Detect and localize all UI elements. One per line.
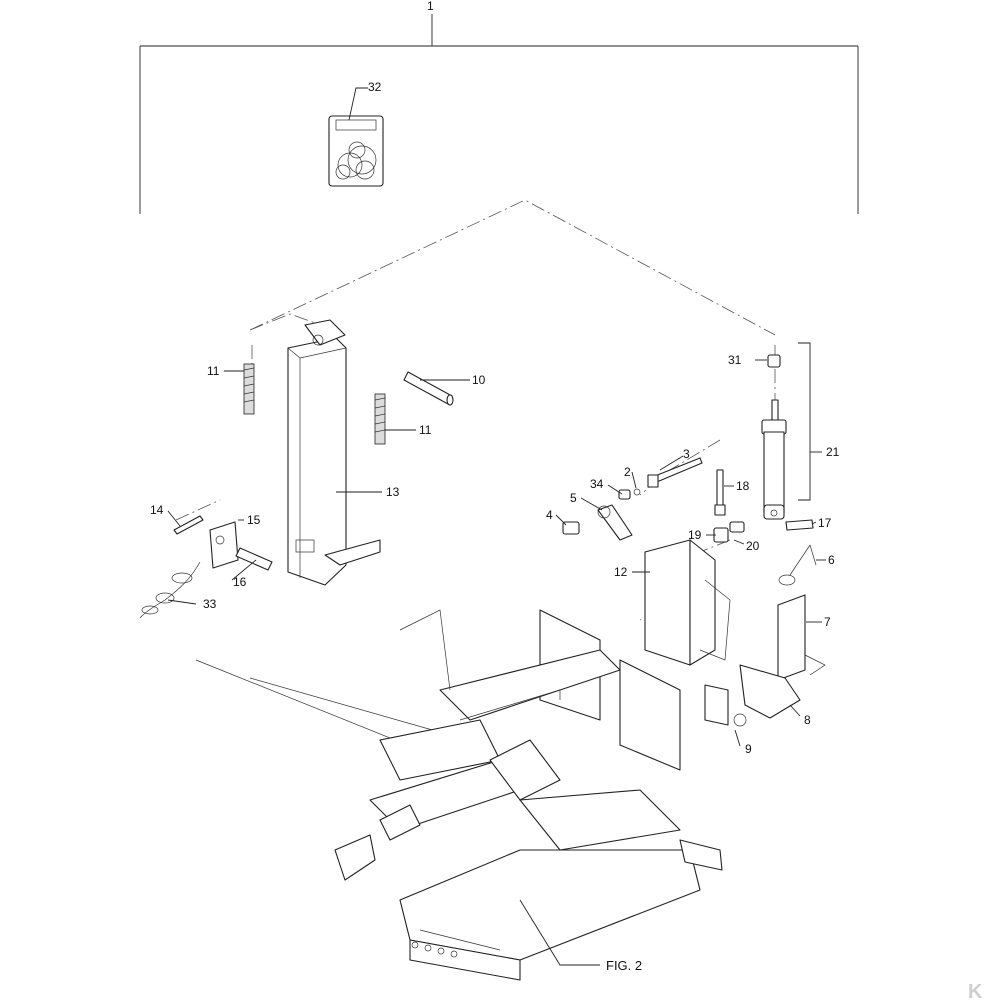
callout-7: 7 [824, 615, 831, 629]
mounting-plate-12 [644, 539, 731, 666]
callout-10: 10 [472, 373, 486, 387]
leader-lines [167, 87, 826, 966]
bracket-8 [739, 664, 801, 719]
mounting-plate-7 [777, 594, 826, 681]
callout-8: 8 [804, 713, 811, 727]
tube-18 [714, 469, 726, 516]
fitting-4 [562, 521, 580, 535]
fitting-3 [647, 457, 703, 488]
callout-16: 16 [233, 575, 247, 589]
callout-34: 34 [590, 477, 604, 491]
brand-logo: K [962, 980, 1000, 1000]
callout-5: 5 [570, 491, 577, 505]
chain-33 [139, 561, 201, 619]
spring-right [374, 393, 386, 445]
callout-19: 19 [688, 528, 702, 542]
callout-21: 21 [826, 445, 840, 459]
callout-15: 15 [247, 513, 261, 527]
fitting-34 [618, 489, 631, 500]
cylinder-bracket [798, 342, 822, 501]
callout-11-upper: 11 [207, 364, 220, 378]
callout-31: 31 [728, 353, 742, 367]
callout-32: 32 [368, 80, 382, 94]
pin-14 [173, 515, 204, 535]
callout-11-lower: 11 [419, 423, 432, 437]
elbow-19 [713, 527, 729, 543]
seal-kit-bag [328, 115, 384, 187]
callout-17: 17 [818, 516, 832, 530]
brand-logo-text: K [968, 981, 983, 1000]
callout-33: 33 [203, 597, 217, 611]
hydraulic-cylinder [761, 354, 787, 520]
callout-labels: 1 32 11 10 11 13 14 15 16 33 31 21 3 2 3… [150, 0, 840, 973]
callout-12: 12 [614, 565, 628, 579]
seal-2 [633, 488, 641, 496]
callout-3: 3 [683, 447, 690, 461]
callout-20: 20 [746, 539, 760, 553]
lynch-pin-6 [778, 544, 817, 586]
callout-13: 13 [386, 485, 400, 499]
main-chassis [195, 609, 723, 981]
valve-5 [597, 504, 633, 541]
callout-9: 9 [745, 742, 752, 756]
callout-18: 18 [736, 479, 750, 493]
bracket-15 [209, 521, 239, 569]
bracket-9 [704, 684, 747, 727]
callout-2: 2 [624, 465, 631, 479]
pin-16 [235, 547, 273, 571]
kit-bracket [139, 14, 859, 214]
callout-6: 6 [828, 553, 835, 567]
fitting-20 [729, 521, 745, 533]
pin-10 [403, 371, 454, 406]
spring-left [243, 363, 255, 415]
callout-14: 14 [150, 503, 164, 517]
jack-leg [287, 319, 381, 586]
figure-label: FIG. 2 [606, 958, 642, 973]
pin-17 [785, 519, 814, 531]
callout-4: 4 [546, 508, 553, 522]
callout-1: 1 [427, 0, 434, 13]
